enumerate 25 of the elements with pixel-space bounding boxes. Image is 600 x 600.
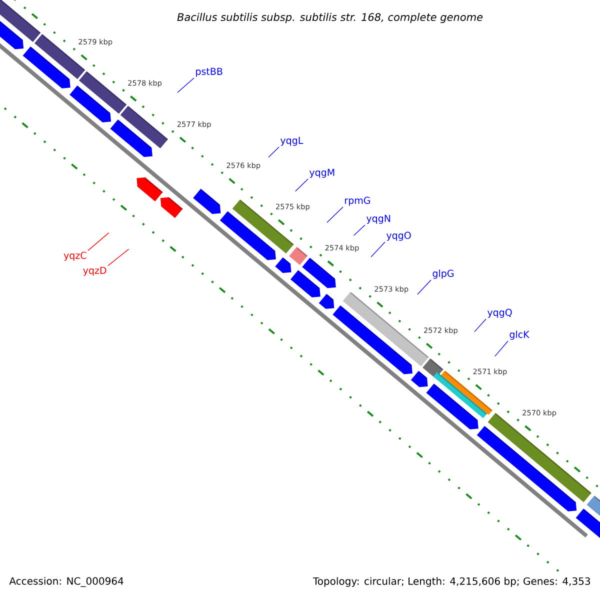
gene-label: yqgN [366,214,390,224]
leader-line [108,248,130,266]
leader-line [326,206,344,223]
title: Bacillus subtilis subsp. subtilis str. 168, complete genome [177,12,483,24]
gene-label: yqgO [386,232,411,241]
footer-text: Accession: NC_000964 [9,577,124,587]
leader-line [417,280,432,295]
leader-line [474,318,486,332]
leader-line [268,146,280,158]
leader-line [177,78,194,93]
gene-label: yqzC [64,252,86,261]
leader-line [353,224,366,236]
leader-line [494,340,508,357]
gene-label: yqgQ [487,308,512,318]
gene-label: glpG [432,270,454,279]
leader-line [88,232,110,251]
gene-label: yqzD [83,266,106,276]
gene-label: rpmG [345,196,370,206]
gene-label: pstBB [196,68,222,77]
gene-label: glcK [510,330,530,340]
footer-text: Topology: circular; Length: 4,215,606 bp; Genes: 4,353 [312,577,590,587]
gene-label: yqgL [280,136,304,146]
leader-line [370,242,386,258]
gene-label: yqgM [309,168,334,178]
leader-line [295,178,308,192]
